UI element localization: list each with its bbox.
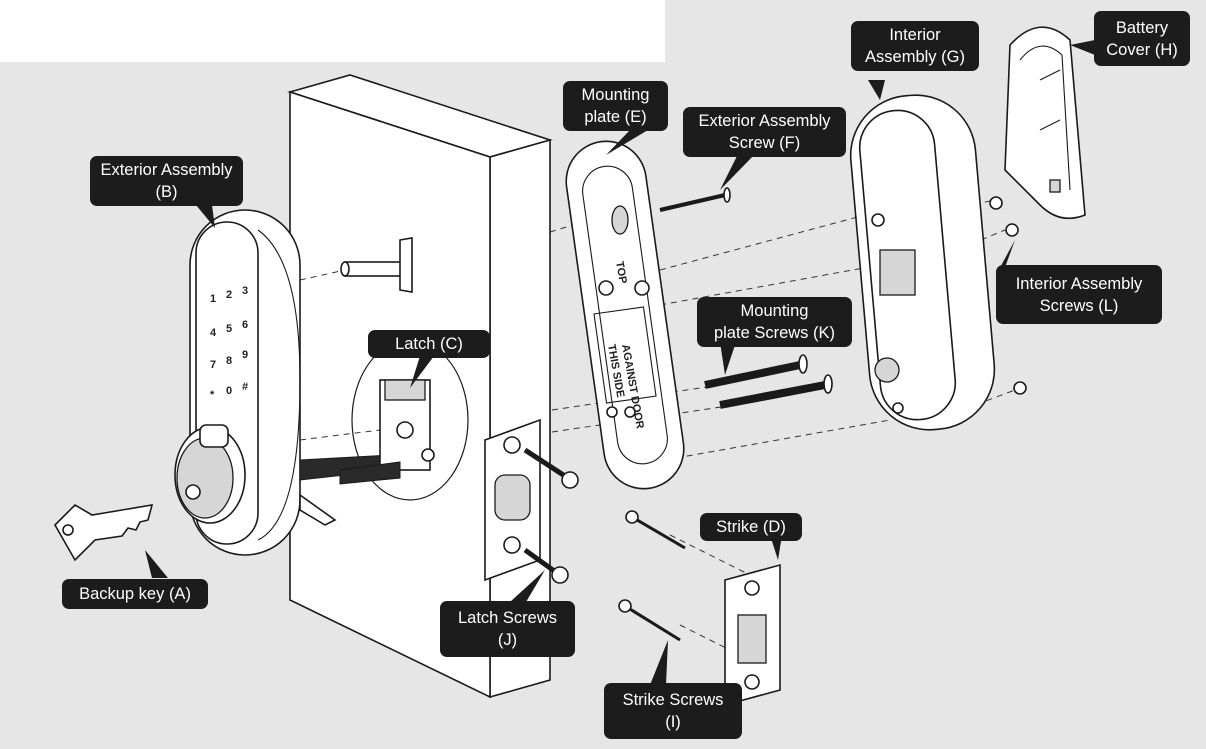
interior-assembly	[849, 94, 996, 431]
latch-screws	[523, 447, 579, 584]
pointer-strike-screws	[650, 640, 668, 685]
callout-mounting-plate-screws: Mounting plate Screws (K)	[697, 297, 852, 347]
mounting-plate-screws	[704, 354, 833, 409]
callout-latch-screws: Latch Screws (J)	[440, 601, 575, 657]
backup-key	[54, 503, 154, 562]
latch-faceplate	[484, 418, 541, 582]
key-2: 2	[226, 289, 232, 301]
pointer-latch-screws	[510, 570, 545, 602]
pointer-strike	[770, 535, 782, 560]
pointer-latch	[410, 356, 434, 388]
key-star: *	[210, 389, 215, 401]
callout-exterior-assembly: Exterior Assembly (B)	[90, 156, 243, 206]
exterior-spindle	[340, 237, 413, 293]
pointer-mounting-screws	[720, 342, 736, 375]
callout-interior-assembly-screws: Interior Assembly Screws (L)	[996, 265, 1162, 324]
callout-interior-assembly: Interior Assembly (G)	[851, 21, 979, 71]
strike	[724, 563, 781, 707]
pointer-mounting-plate	[606, 130, 648, 155]
callout-battery-cover: Battery Cover (H)	[1094, 11, 1190, 66]
callout-pointers	[145, 40, 1095, 685]
callout-exterior-assembly-screw: Exterior Assembly Screw (F)	[683, 107, 846, 157]
pointer-exterior-assembly	[196, 205, 215, 228]
callout-strike-screws: Strike Screws (I)	[604, 683, 742, 739]
key-4: 4	[210, 327, 217, 339]
key-5: 5	[226, 323, 232, 335]
pointer-backup-key	[145, 550, 168, 578]
callout-strike: Strike (D)	[700, 513, 802, 541]
key-0: 0	[226, 385, 232, 397]
latch	[339, 379, 435, 485]
key-6: 6	[242, 319, 248, 331]
pointer-exterior-screw	[720, 154, 755, 190]
exterior-assembly-screw	[659, 187, 731, 212]
key-9: 9	[242, 349, 248, 361]
key-1: 1	[210, 293, 216, 305]
exterior-assembly	[174, 209, 391, 556]
callout-backup-key: Backup key (A)	[62, 579, 208, 609]
blank-corner	[0, 0, 665, 62]
plate-top-text: TOP	[613, 260, 629, 284]
battery-cover	[1004, 26, 1086, 220]
callout-latch: Latch (C)	[368, 330, 490, 358]
callout-mounting-plate: Mounting plate (E)	[563, 81, 668, 131]
keypad: 1 2 3 4 5 6 7 8 9 * 0 #	[210, 285, 248, 401]
key-8: 8	[226, 355, 232, 367]
pointer-battery-cover	[1070, 40, 1095, 55]
key-7: 7	[210, 359, 216, 371]
mounting-plate: TOP THIS SIDE AGAINST DOOR	[565, 140, 685, 490]
strike-screws	[618, 510, 686, 642]
key-hash: #	[242, 381, 248, 393]
key-3: 3	[242, 285, 248, 297]
interior-assembly-screws	[989, 196, 1027, 395]
pointer-interior-assembly	[868, 80, 885, 100]
